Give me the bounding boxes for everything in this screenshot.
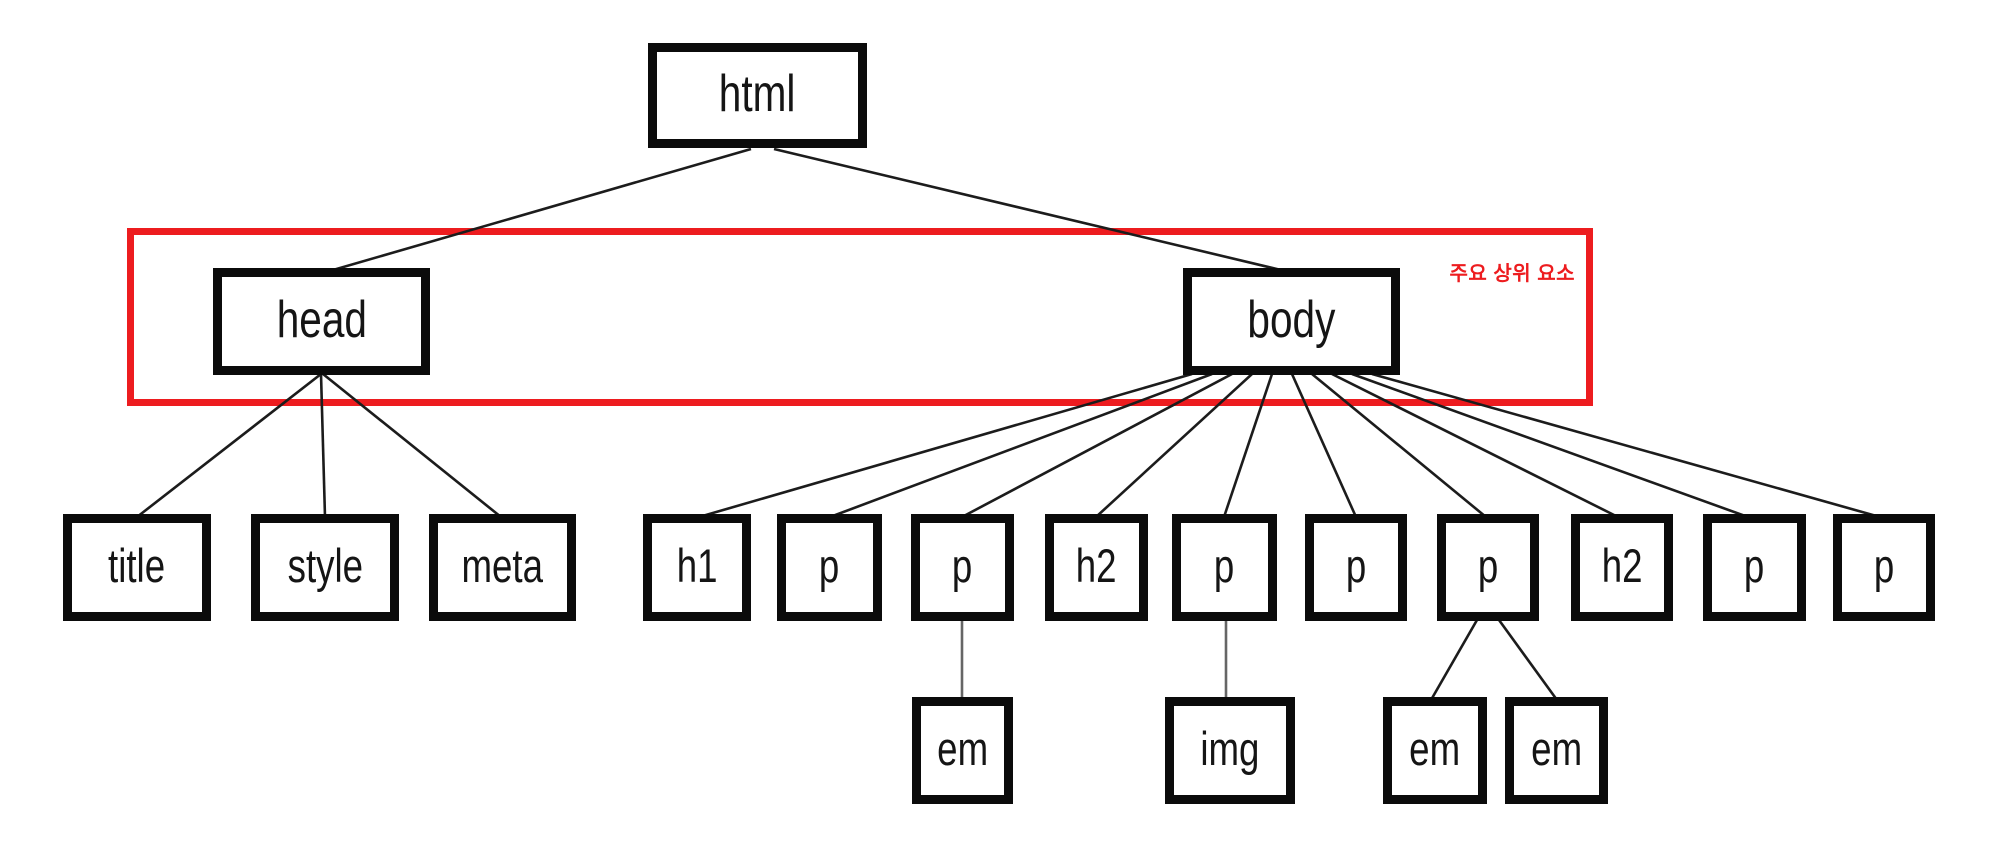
node-h2-1: h2 <box>1045 514 1148 621</box>
highlight-rectangle <box>127 228 1593 406</box>
node-meta-label: meta <box>461 539 544 592</box>
node-img-label: img <box>1200 722 1260 775</box>
node-img: img <box>1165 697 1295 804</box>
node-p-4-label: p <box>1345 539 1367 592</box>
node-style: style <box>251 514 399 621</box>
node-em-3-label: em <box>1531 722 1582 775</box>
node-p-3-label: p <box>1214 539 1235 592</box>
node-h2-1-label: h2 <box>1076 539 1117 592</box>
node-p-1-label: p <box>819 539 840 592</box>
node-p-2-label: p <box>952 539 973 592</box>
node-p-5-label: p <box>1477 539 1499 592</box>
node-meta: meta <box>429 514 576 621</box>
node-em-1: em <box>912 697 1013 804</box>
node-em-1-label: em <box>937 722 988 775</box>
node-head: head <box>213 268 430 375</box>
node-title: title <box>63 514 211 621</box>
node-body-label: body <box>1247 290 1336 349</box>
node-p-4: p <box>1305 514 1407 621</box>
node-h2-2-label: h2 <box>1601 539 1643 592</box>
node-p-6: p <box>1703 514 1806 621</box>
node-p-1: p <box>777 514 882 621</box>
node-p-6-label: p <box>1744 539 1765 592</box>
node-em-3: em <box>1505 697 1608 804</box>
node-title-label: title <box>108 539 166 592</box>
node-p-7: p <box>1833 514 1935 621</box>
node-p-3: p <box>1172 514 1277 621</box>
node-body: body <box>1183 268 1400 375</box>
node-p-7-label: p <box>1873 539 1895 592</box>
node-h1: h1 <box>643 514 751 621</box>
node-h2-2: h2 <box>1571 514 1673 621</box>
node-html: html <box>648 43 867 148</box>
node-p-5: p <box>1437 514 1539 621</box>
node-h1-label: h1 <box>676 539 718 592</box>
node-html-label: html <box>719 64 796 123</box>
node-em-2-label: em <box>1409 722 1461 775</box>
node-p-2: p <box>911 514 1014 621</box>
node-em-2: em <box>1383 697 1487 804</box>
highlight-annotation-label: 주요 상위 요소 <box>1449 263 1575 285</box>
node-head-label: head <box>276 290 367 349</box>
node-style-label: style <box>287 539 363 592</box>
